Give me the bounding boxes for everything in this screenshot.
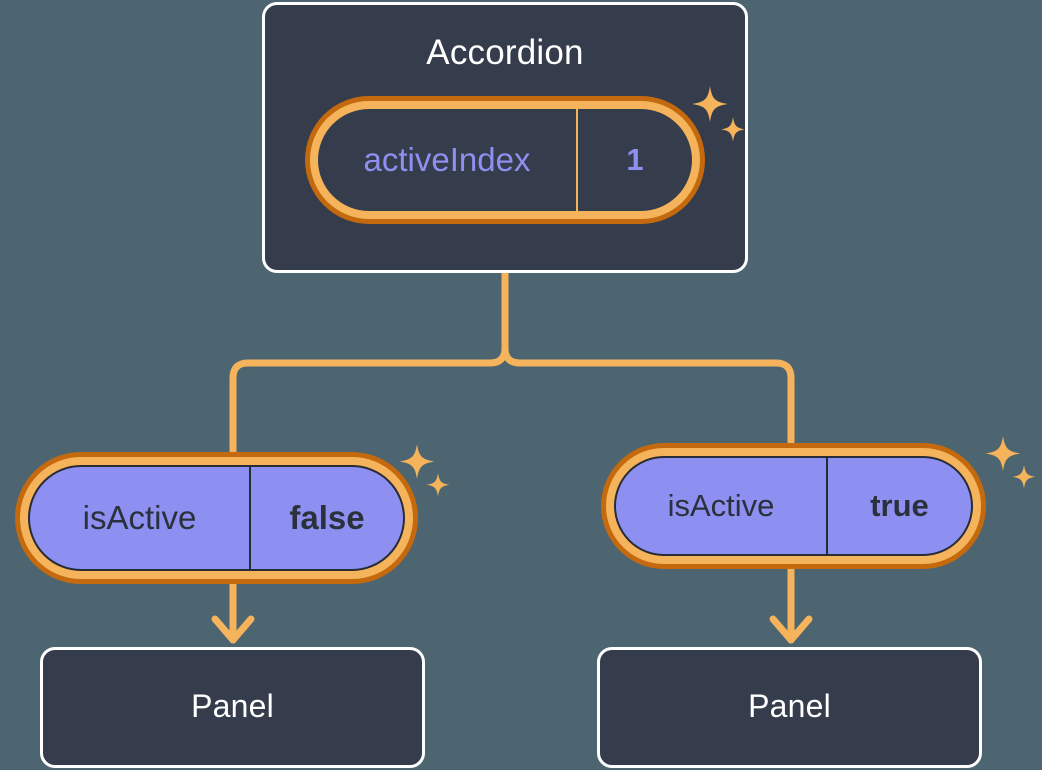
node-panel-left[interactable]: Panel xyxy=(40,647,425,768)
sparkle-small-icon xyxy=(1012,465,1036,489)
arrowhead-left-panel xyxy=(211,615,255,644)
prop-key-label: isActive xyxy=(82,499,197,536)
state-pill-active-index[interactable]: activeIndex 1 xyxy=(305,96,705,224)
pill-ring: isActive false xyxy=(20,457,413,579)
prop-pill-is-active-true[interactable]: isActive true xyxy=(601,443,986,569)
node-panel-right[interactable]: Panel xyxy=(597,647,982,768)
connector-accordion-to-left-branch xyxy=(229,344,509,459)
pill-ring: isActive true xyxy=(606,448,981,564)
pill-ring: activeIndex 1 xyxy=(310,101,700,219)
pill-body: isActive false xyxy=(28,465,405,571)
prop-key-label: isActive xyxy=(667,488,775,523)
state-key-label: activeIndex xyxy=(363,141,531,178)
node-panel-left-title: Panel xyxy=(191,688,274,724)
sparkle-large-icon xyxy=(985,436,1021,471)
arrowhead-right-panel xyxy=(769,615,813,644)
state-value-label: 1 xyxy=(576,109,692,211)
prop-value-label: false xyxy=(249,467,403,569)
sparkle-small-icon xyxy=(426,473,450,497)
node-panel-right-title: Panel xyxy=(748,688,831,724)
node-accordion-title: Accordion xyxy=(426,33,584,72)
prop-pill-is-active-false[interactable]: isActive false xyxy=(15,452,418,584)
pill-body: isActive true xyxy=(614,456,973,556)
prop-value-label: true xyxy=(826,458,971,554)
sparkle-icon xyxy=(982,434,1038,505)
connector-accordion-to-branches xyxy=(501,269,795,447)
sparkle-large-icon xyxy=(399,444,435,479)
pill-body: activeIndex 1 xyxy=(318,109,692,211)
